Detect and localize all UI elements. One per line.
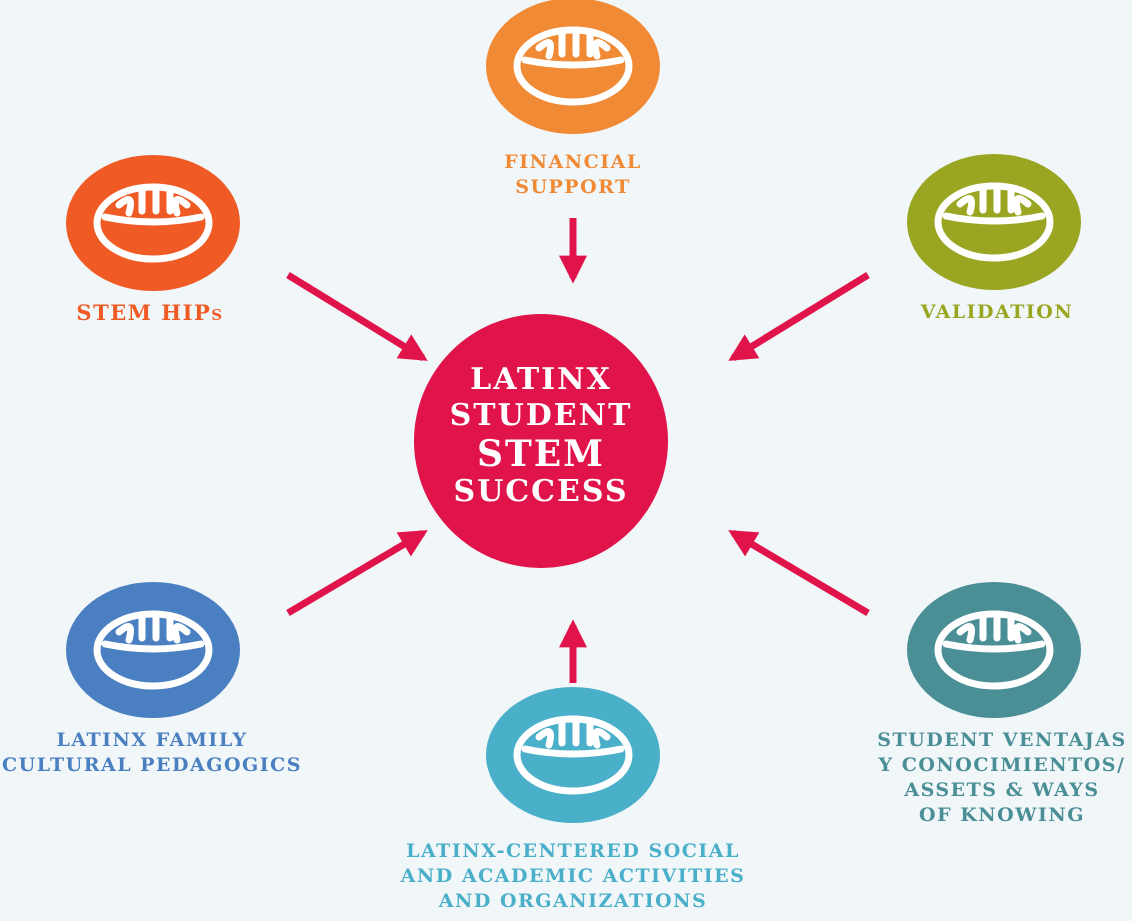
- ball-icon: [934, 610, 1054, 690]
- center-title: LATINX STUDENT STEM SUCCESS: [421, 362, 661, 510]
- arrow-student-ventajas: [728, 529, 870, 617]
- ball-icon: [93, 610, 213, 690]
- arrow-validation: [728, 272, 870, 361]
- label-financial-support: FINANCIAL SUPPORT: [504, 150, 641, 200]
- label-line: STEM HIPs: [76, 300, 224, 325]
- center-title-line: STUDENT: [449, 398, 633, 433]
- label-line: FINANCIAL: [504, 151, 642, 173]
- label-line: LATINX FAMILY: [56, 729, 248, 751]
- label-line: STUDENT VENTAJAS: [877, 729, 1127, 751]
- arrow-stem-hips: [286, 272, 428, 361]
- center-title-line: STEM: [476, 433, 606, 475]
- label-student-ventajas: STUDENT VENTAJAS Y CONOCIMIENTOS/ ASSETS…: [877, 728, 1126, 828]
- label-line: ASSETS & WAYS: [904, 779, 1100, 801]
- label-line: VALIDATION: [920, 301, 1074, 323]
- ball-icon: [934, 182, 1054, 262]
- ball-icon: [93, 183, 213, 263]
- arrow-latinx-family: [286, 529, 428, 617]
- ball-icon: [513, 26, 633, 106]
- node-financial-support: [486, 0, 660, 134]
- label-line: CULTURAL PEDAGOGICS: [2, 754, 302, 776]
- node-latinx-family-cultural-pedagogics: [66, 582, 240, 718]
- center-title-line: LATINX: [470, 362, 612, 397]
- node-validation: [907, 154, 1081, 290]
- center-title-line: SUCCESS: [453, 474, 629, 509]
- label-latinx-family-cultural-pedagogics: LATINX FAMILY CULTURAL PEDAGOGICS: [2, 728, 302, 778]
- label-line: AND ORGANIZATIONS: [438, 890, 708, 912]
- node-latinx-centered-activities: [486, 687, 660, 823]
- label-line: AND ACADEMIC ACTIVITIES: [400, 865, 746, 887]
- label-latinx-centered-activities: LATINX-CENTERED SOCIAL AND ACADEMIC ACTI…: [401, 839, 746, 914]
- label-stem-hips: STEM HIPs: [76, 300, 223, 325]
- label-line: OF KNOWING: [919, 804, 1085, 826]
- center-circle: [414, 314, 668, 568]
- label-validation: VALIDATION: [921, 300, 1073, 325]
- arrows-group: [286, 218, 870, 683]
- ball-icon: [513, 715, 633, 795]
- node-stem-hips: [66, 155, 240, 291]
- label-line: Y CONOCIMIENTOS/: [878, 754, 1126, 776]
- label-line: SUPPORT: [515, 176, 631, 198]
- node-student-ventajas: [907, 582, 1081, 718]
- label-line: LATINX-CENTERED SOCIAL: [406, 840, 740, 862]
